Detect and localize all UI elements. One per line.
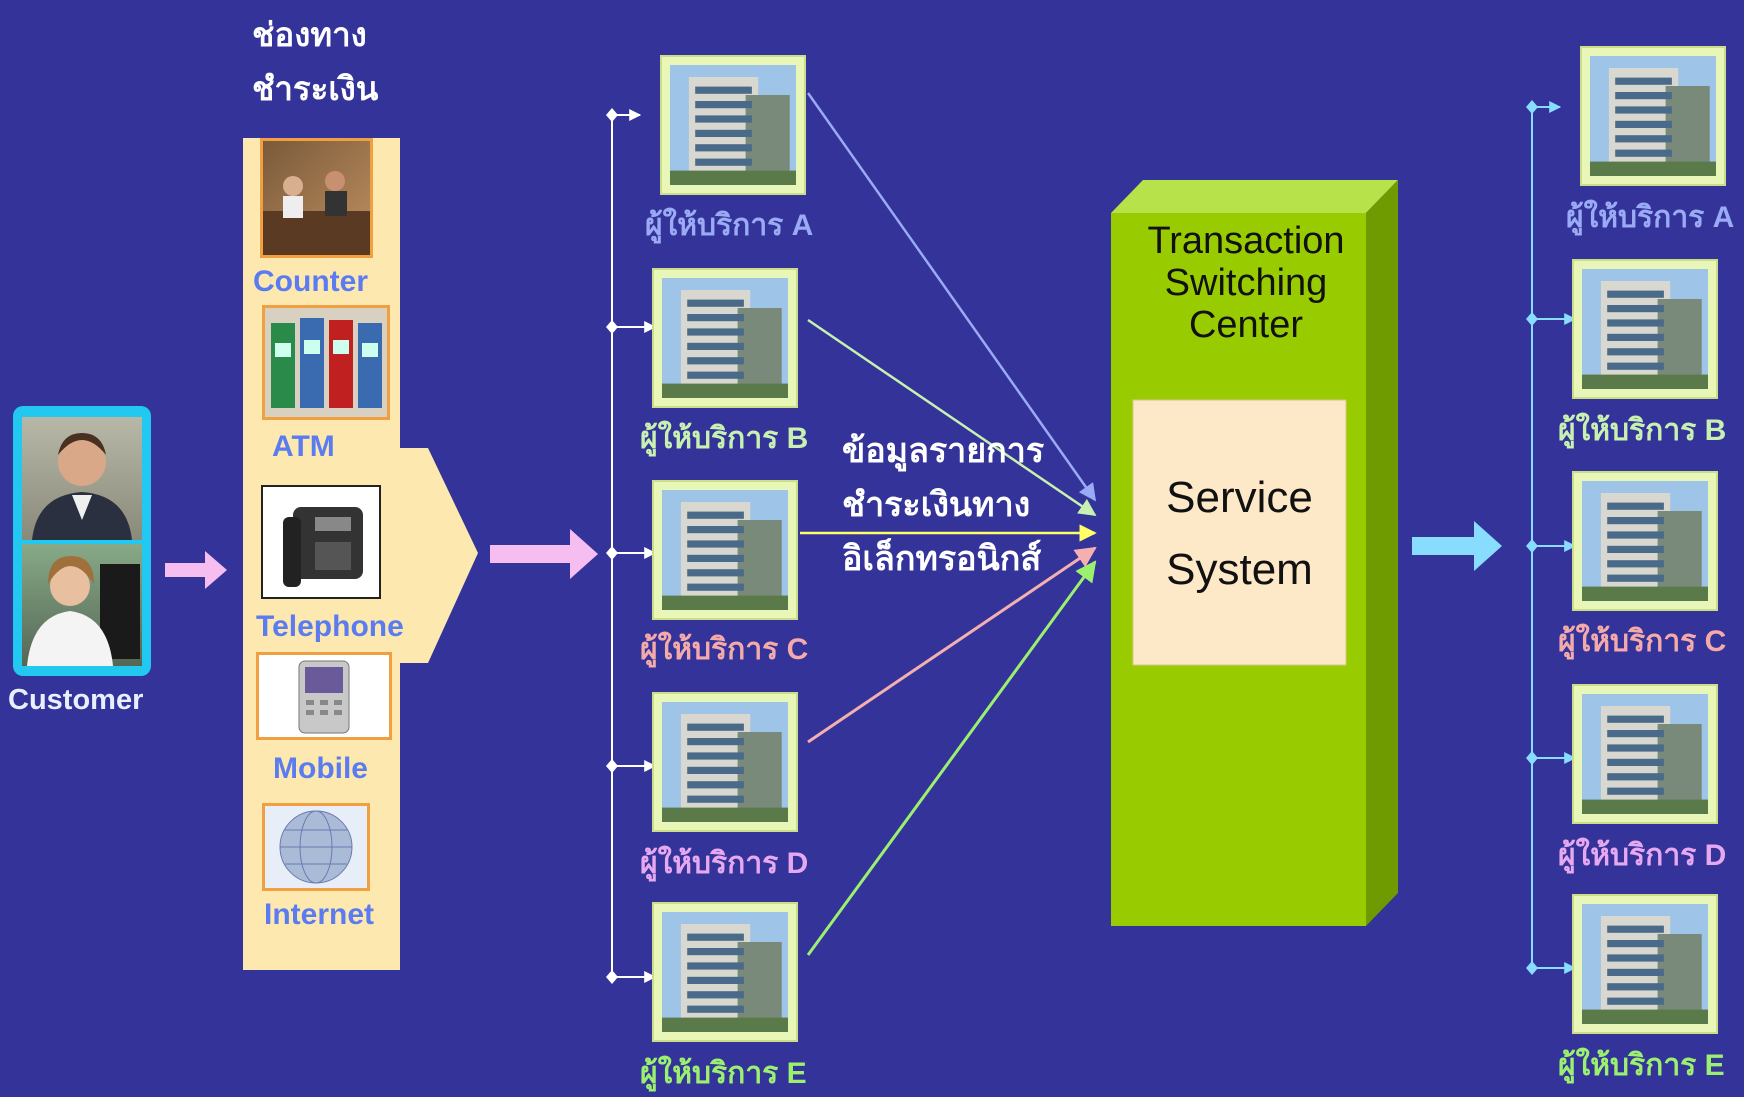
right-provider-label-b: ผู้ให้บริการ B xyxy=(1558,414,1727,447)
right-provider-label-e: ผู้ให้บริการ E xyxy=(1558,1049,1725,1082)
center-title: Transaction Switching Center xyxy=(1111,220,1381,346)
service-line1: Service xyxy=(1166,473,1313,522)
flow-text-line3: อิเล็กทรอนิกส์ xyxy=(842,540,1042,578)
right-provider-building-d xyxy=(1572,684,1718,824)
service-system-box xyxy=(1132,399,1347,666)
right-provider-building-b xyxy=(1572,259,1718,399)
center-title-line3: Center xyxy=(1188,304,1304,346)
flow-arrow-e xyxy=(806,560,1097,956)
channels-title-line1: ช่องทาง xyxy=(252,16,367,53)
flow-arrow-d xyxy=(807,546,1097,744)
provider-building-c xyxy=(652,480,798,620)
channel-label-mobile: Mobile xyxy=(273,752,368,785)
provider-building-d xyxy=(652,692,798,832)
channels-to-providers-arrow xyxy=(490,529,598,579)
provider-building-e xyxy=(652,902,798,1042)
telephone-icon xyxy=(283,507,363,587)
building-icon xyxy=(670,65,796,185)
customer-man-photo xyxy=(22,417,142,540)
woman-icon xyxy=(27,556,140,666)
mobile-photo xyxy=(256,652,392,740)
channel-label-internet: Internet xyxy=(264,898,375,931)
flow-text-line1: ข้อมูลรายการ xyxy=(842,432,1045,470)
building-icon xyxy=(1582,904,1708,1024)
center-to-providers-arrow xyxy=(1412,521,1502,571)
channel-label-counter: Counter xyxy=(253,265,368,298)
channel-label-atm: ATM xyxy=(272,430,335,463)
center-title-line2: Switching xyxy=(1164,262,1328,304)
flow-arrow-b xyxy=(807,318,1097,517)
channel-label-telephone: Telephone xyxy=(256,610,404,643)
channels-title-line2: ชำระเงิน xyxy=(252,70,379,107)
right-provider-building-c xyxy=(1572,471,1718,611)
flow-text-line2: ชำระเงินทาง xyxy=(842,486,1031,524)
center-title-line1: Transaction xyxy=(1147,220,1345,262)
provider-bracket-right xyxy=(1531,101,1577,974)
internet-photo xyxy=(262,803,370,891)
provider-label-d: ผู้ให้บริการ D xyxy=(640,847,809,880)
building-icon xyxy=(662,490,788,610)
building-icon xyxy=(1582,481,1708,601)
building-icon xyxy=(1590,56,1716,176)
flow-arrow-a xyxy=(806,92,1097,502)
provider-building-a xyxy=(660,55,806,195)
customer-label: Customer xyxy=(8,684,144,716)
right-provider-label-d: ผู้ให้บริการ D xyxy=(1558,839,1727,872)
service-system-text: Service System xyxy=(1133,462,1346,606)
bracket-diamonds-right xyxy=(1526,100,1538,975)
right-provider-building-e xyxy=(1572,894,1718,1034)
telephone-photo xyxy=(261,485,381,599)
globe-icon xyxy=(279,810,353,884)
mobile-phone-icon xyxy=(298,660,350,734)
counter-icon xyxy=(263,171,370,255)
building-icon xyxy=(1582,694,1708,814)
customer-woman-photo xyxy=(22,544,142,666)
right-provider-label-c: ผู้ให้บริการ C xyxy=(1558,625,1727,658)
building-icon xyxy=(662,912,788,1032)
atm-icon xyxy=(271,318,382,408)
service-line2: System xyxy=(1166,545,1313,594)
building-icon xyxy=(662,278,788,398)
customer-to-channels-arrow xyxy=(165,551,227,589)
bracket-diamonds-left xyxy=(606,108,618,984)
provider-label-b: ผู้ให้บริการ B xyxy=(640,422,809,455)
provider-label-c: ผู้ให้บริการ C xyxy=(640,633,809,666)
right-provider-label-a: ผู้ให้บริการ A xyxy=(1566,201,1735,234)
man-icon xyxy=(32,433,132,540)
right-provider-building-a xyxy=(1580,46,1726,186)
provider-label-e: ผู้ให้บริการ E xyxy=(640,1057,807,1090)
building-icon xyxy=(662,702,788,822)
counter-photo xyxy=(260,138,373,258)
atm-photo xyxy=(262,305,390,420)
provider-building-b xyxy=(652,268,798,408)
provider-label-a: ผู้ให้บริการ A xyxy=(645,209,814,242)
building-icon xyxy=(1582,269,1708,389)
